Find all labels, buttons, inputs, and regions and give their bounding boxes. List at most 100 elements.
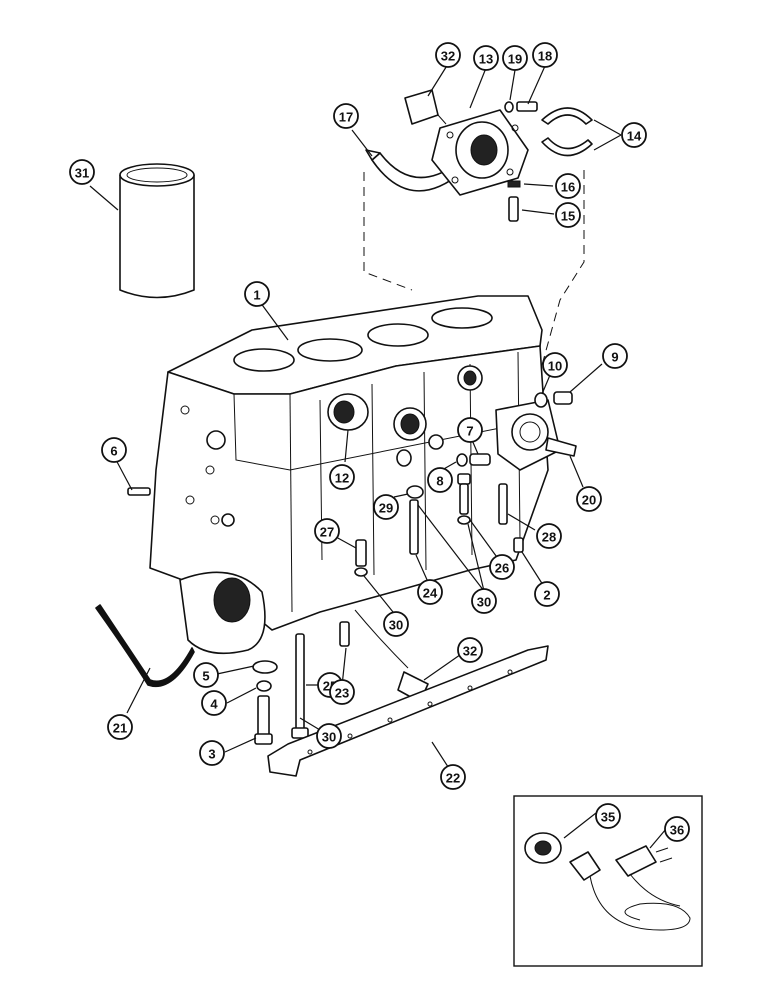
callout-35: 35 [595, 803, 621, 829]
callout-circle [457, 417, 483, 443]
callout-32a: 32 [435, 42, 461, 68]
callout-label: 3 [208, 747, 215, 762]
callout-circle [532, 42, 558, 68]
callout-label: 13 [479, 52, 493, 67]
callout-circle [534, 581, 560, 607]
callout-label: 2 [543, 588, 550, 603]
callout-circle [542, 352, 568, 378]
callout-circle [471, 588, 497, 614]
callout-label: 24 [423, 586, 438, 601]
rear-seal-housing-group [363, 89, 593, 431]
callout-circle [602, 343, 628, 369]
callout-label: 31 [75, 166, 89, 181]
callout-1: 1 [244, 281, 270, 307]
callout-20: 20 [576, 486, 602, 512]
callout-2: 2 [534, 581, 560, 607]
callout-circle [555, 202, 581, 228]
callout-label: 32 [463, 644, 477, 659]
callout-circle [69, 159, 95, 185]
callout-6: 6 [101, 437, 127, 463]
callout-label: 9 [611, 350, 618, 365]
callout-label: 16 [561, 180, 575, 195]
callout-29: 29 [373, 494, 399, 520]
cylinder-liner [119, 163, 195, 299]
callout-circle [316, 723, 342, 749]
callout-circle [595, 803, 621, 829]
callout-label: 7 [466, 424, 473, 439]
callout-circle [435, 42, 461, 68]
callout-label: 21 [113, 721, 127, 736]
callout-24: 24 [417, 579, 443, 605]
callout-circle [373, 494, 399, 520]
callout-label: 23 [335, 686, 349, 701]
callout-label: 10 [548, 359, 562, 374]
callout-circle [199, 740, 225, 766]
callout-circle [576, 486, 602, 512]
callout-label: 15 [561, 209, 575, 224]
callout-3: 3 [199, 740, 225, 766]
callout-label: 36 [670, 823, 684, 838]
callout-label: 26 [495, 561, 509, 576]
callout-9: 9 [602, 343, 628, 369]
callout-10: 10 [542, 352, 568, 378]
callout-label: 28 [542, 530, 556, 545]
callout-17: 17 [333, 103, 359, 129]
callout-23: 23 [329, 679, 355, 705]
callout-15: 15 [555, 202, 581, 228]
callout-circle [333, 103, 359, 129]
callout-circle [489, 554, 515, 580]
callout-4: 4 [201, 690, 227, 716]
callout-14: 14 [621, 122, 647, 148]
callout-32b: 32 [457, 637, 483, 663]
callout-label: 4 [210, 697, 218, 712]
callout-circle [502, 45, 528, 71]
callout-circle [536, 523, 562, 549]
callout-circle [193, 662, 219, 688]
callout-13: 13 [473, 45, 499, 71]
callout-circle [457, 637, 483, 663]
callout-circle [440, 764, 466, 790]
callout-circle [427, 467, 453, 493]
callout-circle [107, 714, 133, 740]
callout-circle [664, 816, 690, 842]
callout-31: 31 [69, 159, 95, 185]
callout-circle [473, 45, 499, 71]
callout-label: 27 [320, 525, 334, 540]
callout-label: 22 [446, 771, 460, 786]
callout-label: 32 [441, 49, 455, 64]
callout-circle [417, 579, 443, 605]
callout-circle [201, 690, 227, 716]
callout-label: 19 [508, 52, 522, 67]
leader-lines [89, 63, 667, 849]
callout-circle [329, 464, 355, 490]
callout-circle [244, 281, 270, 307]
callout-label: 12 [335, 471, 349, 486]
callout-circle [555, 173, 581, 199]
callout-21: 21 [107, 714, 133, 740]
callout-label: 29 [379, 501, 393, 516]
callout-label: 17 [339, 110, 353, 125]
callout-30b: 30 [383, 611, 409, 637]
callout-7: 7 [457, 417, 483, 443]
callout-26: 26 [489, 554, 515, 580]
callout-36: 36 [664, 816, 690, 842]
callout-12: 12 [329, 464, 355, 490]
callout-18: 18 [532, 42, 558, 68]
callout-30a: 30 [471, 588, 497, 614]
callout-16: 16 [555, 173, 581, 199]
callout-label: 8 [436, 474, 443, 489]
callout-22: 22 [440, 764, 466, 790]
callout-label: 30 [389, 618, 403, 633]
callout-27: 27 [314, 518, 340, 544]
callout-circle [101, 437, 127, 463]
callout-circle [621, 122, 647, 148]
callout-28: 28 [536, 523, 562, 549]
callout-label: 20 [582, 493, 596, 508]
callout-label: 5 [202, 669, 209, 684]
callout-label: 18 [538, 49, 552, 64]
callout-label: 30 [477, 595, 491, 610]
callout-label: 14 [627, 129, 642, 144]
callout-label: 6 [110, 444, 117, 459]
